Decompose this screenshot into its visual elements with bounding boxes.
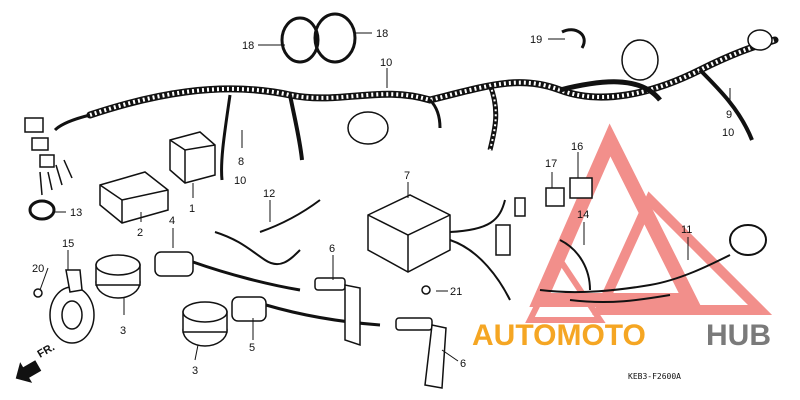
- part-label-1: 1: [189, 203, 195, 215]
- leader-lines: [39, 32, 731, 362]
- part-label-3a: 3: [120, 325, 126, 337]
- part-label-3b: 3: [192, 365, 198, 377]
- part-label-2: 2: [137, 227, 143, 239]
- connector-16-17: [545, 177, 593, 207]
- band-13: [28, 199, 56, 221]
- main-wire-harness: [53, 36, 779, 181]
- part-label-14: 14: [577, 209, 589, 221]
- part-label-6a: 6: [329, 243, 335, 255]
- part-label-4: 4: [169, 215, 175, 227]
- part-label-16: 16: [571, 141, 583, 153]
- plug-cap-6a: [314, 277, 361, 347]
- part-label-10b: 10: [234, 175, 246, 187]
- plug-cap-6b: [395, 317, 447, 389]
- bolt-20: [33, 288, 43, 298]
- part-label-6b: 6: [460, 358, 466, 370]
- ignition-coil-4: [95, 251, 301, 299]
- bolt-21: [421, 285, 431, 295]
- sub-harness-11: [539, 224, 767, 304]
- watermark-word-b: HUB: [706, 319, 771, 352]
- horn-15: [49, 269, 95, 344]
- part-label-10a: 10: [380, 57, 392, 69]
- front-arrow-icon: [15, 360, 42, 383]
- relay-1: [169, 131, 216, 184]
- ignition-coil-5: [182, 296, 381, 347]
- part-label-20: 20: [32, 263, 44, 275]
- part-label-12: 12: [263, 188, 275, 200]
- clamp-band-18: [280, 12, 357, 64]
- direction-label: FR.: [36, 341, 57, 360]
- part-label-10c: 10: [722, 127, 734, 139]
- part-label-17: 17: [545, 158, 557, 170]
- diagram-code: KEB3-F2600A: [628, 372, 681, 381]
- cdi-unit-2: [99, 171, 169, 224]
- part-label-18a: 18: [242, 40, 254, 52]
- regulator-rectifier-7: [367, 194, 526, 301]
- part-label-21: 21: [450, 286, 462, 298]
- watermark-word-a: AUTOMOTO: [472, 319, 646, 352]
- connector-12: [214, 199, 321, 266]
- part-labels: 18 18 19 10 8 10 9 10 13 2 1 4 12 6 7 17…: [32, 28, 734, 377]
- part-label-11: 11: [681, 224, 692, 236]
- filter-capsule-top: [347, 29, 773, 145]
- left-connector-cluster: [24, 117, 73, 196]
- part-label-15: 15: [62, 238, 74, 250]
- part-label-7: 7: [404, 170, 410, 182]
- part-label-9: 9: [726, 109, 732, 121]
- part-label-8: 8: [238, 156, 244, 168]
- watermark-text: AUTOMOTO HUB: [472, 319, 771, 352]
- watermark-triangle-icon: [525, 123, 773, 323]
- part-label-5: 5: [249, 342, 255, 354]
- part-label-18b: 18: [376, 28, 388, 40]
- clip-19: [561, 28, 586, 49]
- part-label-19: 19: [530, 34, 542, 46]
- part-label-13: 13: [70, 207, 82, 219]
